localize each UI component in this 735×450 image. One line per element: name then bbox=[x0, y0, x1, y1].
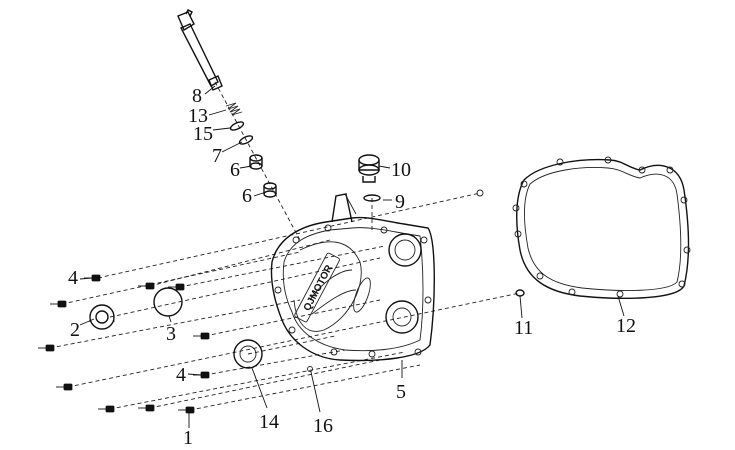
callout-5: 5 bbox=[396, 381, 406, 403]
shaft-body bbox=[180, 23, 219, 87]
bolt bbox=[193, 332, 210, 340]
callout-16: 16 bbox=[313, 415, 333, 437]
cover-inner-rim bbox=[282, 227, 424, 352]
callout-1: 1 bbox=[183, 427, 193, 449]
seal-14 bbox=[233, 339, 263, 369]
callout-2: 2 bbox=[70, 319, 80, 341]
callout-14: 14 bbox=[259, 411, 279, 433]
bolt bbox=[168, 283, 185, 291]
oil-filler-plug bbox=[358, 154, 380, 183]
callout-8: 8 bbox=[192, 85, 202, 107]
bushing-upper bbox=[249, 154, 263, 170]
bolt bbox=[138, 282, 155, 290]
callout-13: 13 bbox=[188, 105, 208, 127]
callout-6-lower: 6 bbox=[242, 185, 252, 207]
callout-10: 10 bbox=[391, 159, 411, 181]
callout-4-lower: 4 bbox=[176, 364, 186, 386]
bolt bbox=[38, 344, 55, 352]
breather-spout bbox=[331, 193, 353, 223]
callout-6-upper: 6 bbox=[230, 159, 240, 181]
bolt-1 bbox=[178, 406, 195, 414]
callout-leaders bbox=[79, 85, 625, 428]
bolt bbox=[50, 300, 67, 308]
filler-o-ring bbox=[363, 194, 381, 202]
assembly-lines bbox=[49, 81, 521, 411]
dowel-pin-top bbox=[476, 189, 484, 197]
cover-bolts bbox=[38, 274, 210, 414]
callout-11: 11 bbox=[514, 317, 533, 339]
dowel-pin-16 bbox=[307, 366, 313, 372]
cover-outline bbox=[270, 216, 435, 362]
bolt bbox=[98, 405, 115, 413]
callout-4-upper: 4 bbox=[68, 267, 78, 289]
callout-12: 12 bbox=[616, 315, 636, 337]
dowel-pin-11 bbox=[515, 289, 525, 297]
callout-7: 7 bbox=[212, 145, 222, 167]
washer-part bbox=[229, 121, 245, 131]
bolt bbox=[56, 383, 73, 391]
clutch-cover: QJMOTOR bbox=[270, 193, 435, 362]
cover-gasket bbox=[512, 156, 691, 299]
shaft-head bbox=[177, 9, 195, 32]
callout-labels: 1 2 3 4 4 5 6 6 7 8 9 10 11 12 13 14 15 … bbox=[68, 85, 636, 449]
shaft-end bbox=[208, 75, 223, 91]
o-ring-3 bbox=[153, 287, 183, 317]
oil-seal-2 bbox=[89, 304, 115, 330]
bushing-lower bbox=[263, 182, 277, 198]
spring-part bbox=[225, 102, 243, 116]
bolt bbox=[138, 404, 155, 412]
callout-3: 3 bbox=[166, 323, 176, 345]
callout-15: 15 bbox=[193, 123, 213, 145]
callout-9: 9 bbox=[395, 191, 405, 213]
